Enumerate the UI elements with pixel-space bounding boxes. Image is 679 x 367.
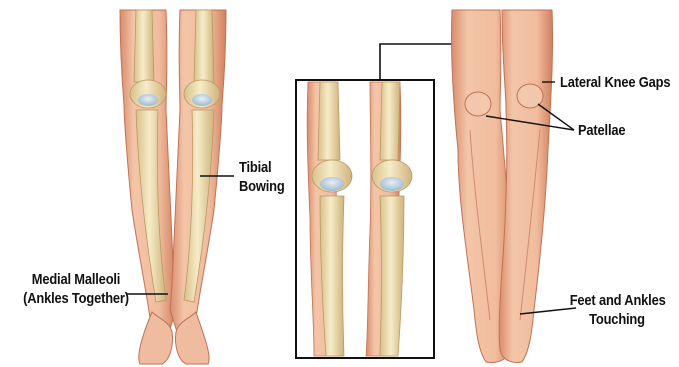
- right-figure-patella-left: [465, 92, 491, 116]
- left-figure: [120, 10, 226, 364]
- feet-ankles-label: Feet and Ankles Touching: [570, 291, 665, 329]
- tibial-bowing-line-2: Bowing: [239, 177, 285, 196]
- tibial-bowing-line-1: Tibial: [239, 158, 285, 177]
- inset-connector-line: [380, 44, 452, 80]
- left-knee: [130, 80, 166, 108]
- tibial-bowing-label: Tibial Bowing: [239, 158, 285, 196]
- lateral-knee-gaps-label: Lateral Knee Gaps: [560, 73, 670, 92]
- right-femur: [194, 10, 214, 82]
- feet-ankles-line-2: Touching: [570, 310, 665, 329]
- medial-malleoli-label: Medial Malleoli (Ankles Together): [16, 270, 136, 308]
- feet-ankles-line-1: Feet and Ankles: [570, 291, 665, 310]
- medial-malleoli-line-2: (Ankles Together): [16, 289, 136, 308]
- right-figure-right-leg: [499, 10, 552, 363]
- patellae-label: Patellae: [578, 121, 625, 140]
- left-femur: [134, 10, 154, 82]
- right-knee: [184, 80, 220, 108]
- right-figure: [451, 10, 552, 363]
- knee-closeup-inset: [296, 44, 452, 358]
- medial-malleoli-line-1: Medial Malleoli: [16, 270, 136, 289]
